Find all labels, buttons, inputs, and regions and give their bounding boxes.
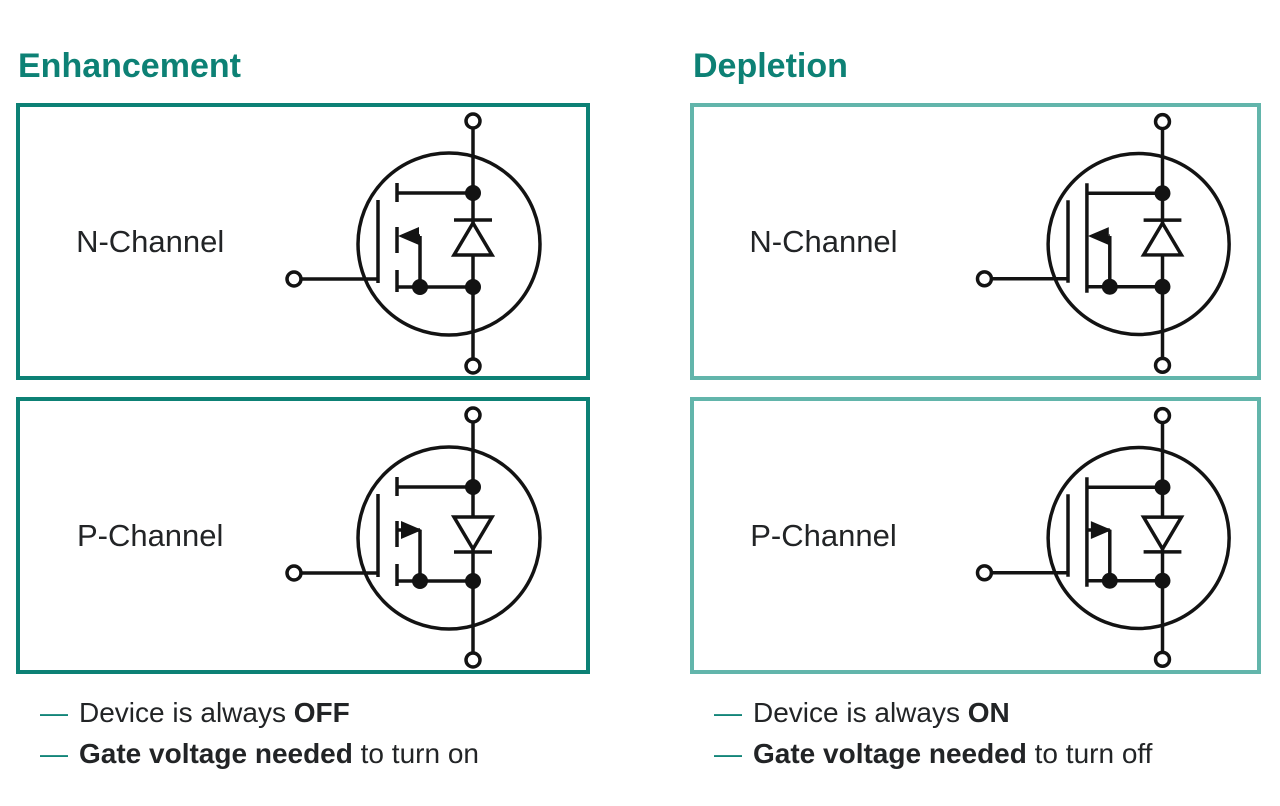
- note-gate-voltage: — Gate voltage needed to turn on: [40, 733, 479, 774]
- gate-structure: [975, 200, 1070, 288]
- drain-terminal-circle: [1153, 112, 1172, 131]
- note-dash: —: [40, 738, 68, 769]
- drain-terminal-circle: [464, 651, 482, 669]
- transistor-body-circle: [356, 445, 542, 631]
- source-terminal-circle: [1153, 356, 1172, 375]
- p-channel-label: P-Channel: [76, 517, 224, 553]
- body-diode: [450, 218, 496, 257]
- gate-terminal-circle: [975, 564, 994, 582]
- note-dash: —: [40, 697, 68, 728]
- gate-terminal-circle: [285, 270, 303, 288]
- note-text-bold: Gate voltage needed: [79, 738, 353, 769]
- depletion-p-channel-box: P-Channel: [690, 397, 1261, 674]
- enhancement-p-channel-box: P-Channel: [16, 397, 590, 674]
- p-channel-enhancement-mosfet-icon: [285, 406, 542, 669]
- depletion-heading: Depletion: [693, 47, 848, 85]
- depletion-notes: — Device is always ON — Gate voltage neede…: [714, 692, 1152, 774]
- note-dash: —: [714, 738, 742, 769]
- source-terminal-circle: [1153, 406, 1172, 425]
- note-text: Device is always: [753, 697, 968, 728]
- drain-terminal-circle: [464, 112, 482, 130]
- note-device-state: — Device is always ON: [714, 692, 1152, 733]
- enhancement-heading: Enhancement: [18, 47, 241, 85]
- note-dash: —: [714, 697, 742, 728]
- channel-taps: [397, 185, 481, 295]
- channel-taps: [1086, 479, 1171, 589]
- n-channel-enhancement-mosfet-icon: [285, 112, 542, 375]
- note-text: to turn off: [1026, 738, 1153, 769]
- depletion-n-channel-box: N-Channel: [690, 103, 1261, 380]
- enhancement-notes: — Device is always OFF — Gate voltage need…: [40, 692, 479, 774]
- body-diode: [1140, 515, 1185, 554]
- channel-taps: [397, 479, 481, 589]
- p-channel-label: P-Channel: [750, 517, 897, 553]
- body-arrow-inward: [1087, 227, 1109, 245]
- note-text-bold: OFF: [293, 697, 350, 728]
- body-diode: [450, 515, 496, 554]
- source-terminal-circle: [464, 406, 482, 424]
- gate-terminal-circle: [285, 564, 303, 582]
- p-channel-depletion-mosfet-icon: [975, 406, 1231, 669]
- body-arrow-inward: [398, 227, 419, 245]
- source-terminal-circle: [464, 357, 482, 375]
- drain-terminal-circle: [1153, 650, 1172, 669]
- note-text: Device is always: [79, 697, 294, 728]
- body-arrow-outward: [1090, 521, 1112, 539]
- note-text-bold: Gate voltage needed: [753, 738, 1027, 769]
- body-arrow-outward: [401, 521, 422, 539]
- transistor-body-circle: [356, 151, 542, 337]
- channel-taps: [1086, 185, 1171, 295]
- gate-structure: [975, 494, 1070, 582]
- enhancement-n-channel-box: N-Channel: [16, 103, 590, 380]
- n-channel-label: N-Channel: [749, 223, 898, 259]
- body-diode: [1140, 218, 1185, 257]
- gate-structure: [285, 494, 380, 582]
- n-channel-label: N-Channel: [76, 223, 225, 259]
- n-channel-depletion-mosfet-icon: [975, 112, 1231, 375]
- transistor-body-circle: [1046, 151, 1231, 337]
- gate-terminal-circle: [975, 270, 994, 288]
- note-gate-voltage: — Gate voltage needed to turn off: [714, 733, 1152, 774]
- gate-structure: [285, 200, 380, 288]
- note-text: to turn on: [352, 738, 479, 769]
- note-device-state: — Device is always OFF: [40, 692, 479, 733]
- transistor-body-circle: [1046, 445, 1231, 631]
- note-text-bold: ON: [967, 697, 1010, 728]
